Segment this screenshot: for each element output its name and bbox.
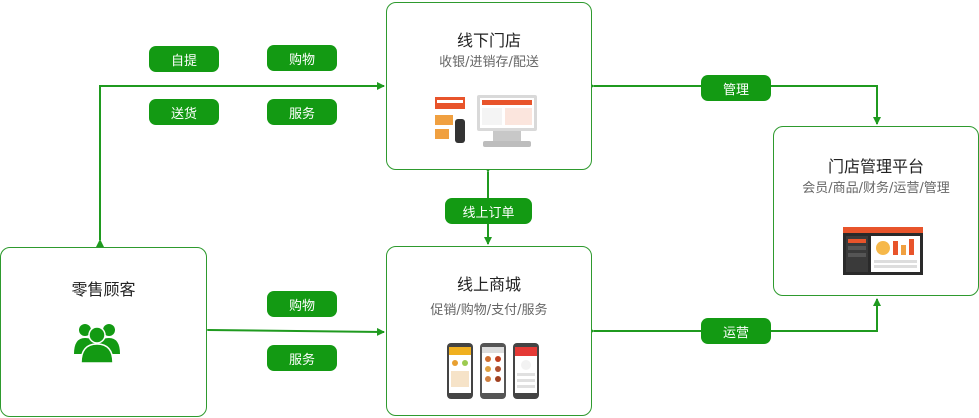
offline-store-title: 线下门店 <box>456 31 521 50</box>
mobile-app-image <box>447 343 539 399</box>
platform-subtitle: 会员/商品/财务/运营/管理 <box>802 181 950 196</box>
online-mall-subtitle: 促销/购物/支付/服务 <box>430 303 548 318</box>
shopping-top-label[interactable]: 购物 <box>267 45 337 71</box>
dashboard-image <box>843 227 923 275</box>
customer-title: 零售顾客 <box>71 280 136 299</box>
offline-store-box[interactable]: 线下门店 收银/进销存/配送 <box>386 2 592 170</box>
shopping-bottom-label[interactable]: 购物 <box>267 291 337 317</box>
customer-to-mall-line <box>200 325 385 336</box>
operate-label[interactable]: 运营 <box>701 318 771 344</box>
manage-label[interactable]: 管理 <box>701 75 771 101</box>
delivery-label[interactable]: 送货 <box>149 99 219 125</box>
service-top-label[interactable]: 服务 <box>267 99 337 125</box>
platform-manage-line <box>587 82 881 125</box>
customer-to-store-line <box>96 82 385 247</box>
platform-title: 门店管理平台 <box>827 157 924 176</box>
platform-operate-line <box>587 298 881 335</box>
online-order-label[interactable]: 线上订单 <box>445 198 532 224</box>
people-icon <box>74 324 120 364</box>
online-mall-box[interactable]: 线上商城 促销/购物/支付/服务 <box>386 246 592 416</box>
online-mall-title: 线上商城 <box>456 275 521 294</box>
service-bottom-label[interactable]: 服务 <box>267 345 337 371</box>
retail-customer-box[interactable]: 零售顾客 <box>0 247 207 417</box>
pos-terminal-image <box>435 95 537 147</box>
offline-store-subtitle: 收银/进销存/配送 <box>439 55 539 70</box>
pickup-label[interactable]: 自提 <box>149 46 219 72</box>
management-platform-box[interactable]: 门店管理平台 会员/商品/财务/运营/管理 <box>773 126 979 296</box>
